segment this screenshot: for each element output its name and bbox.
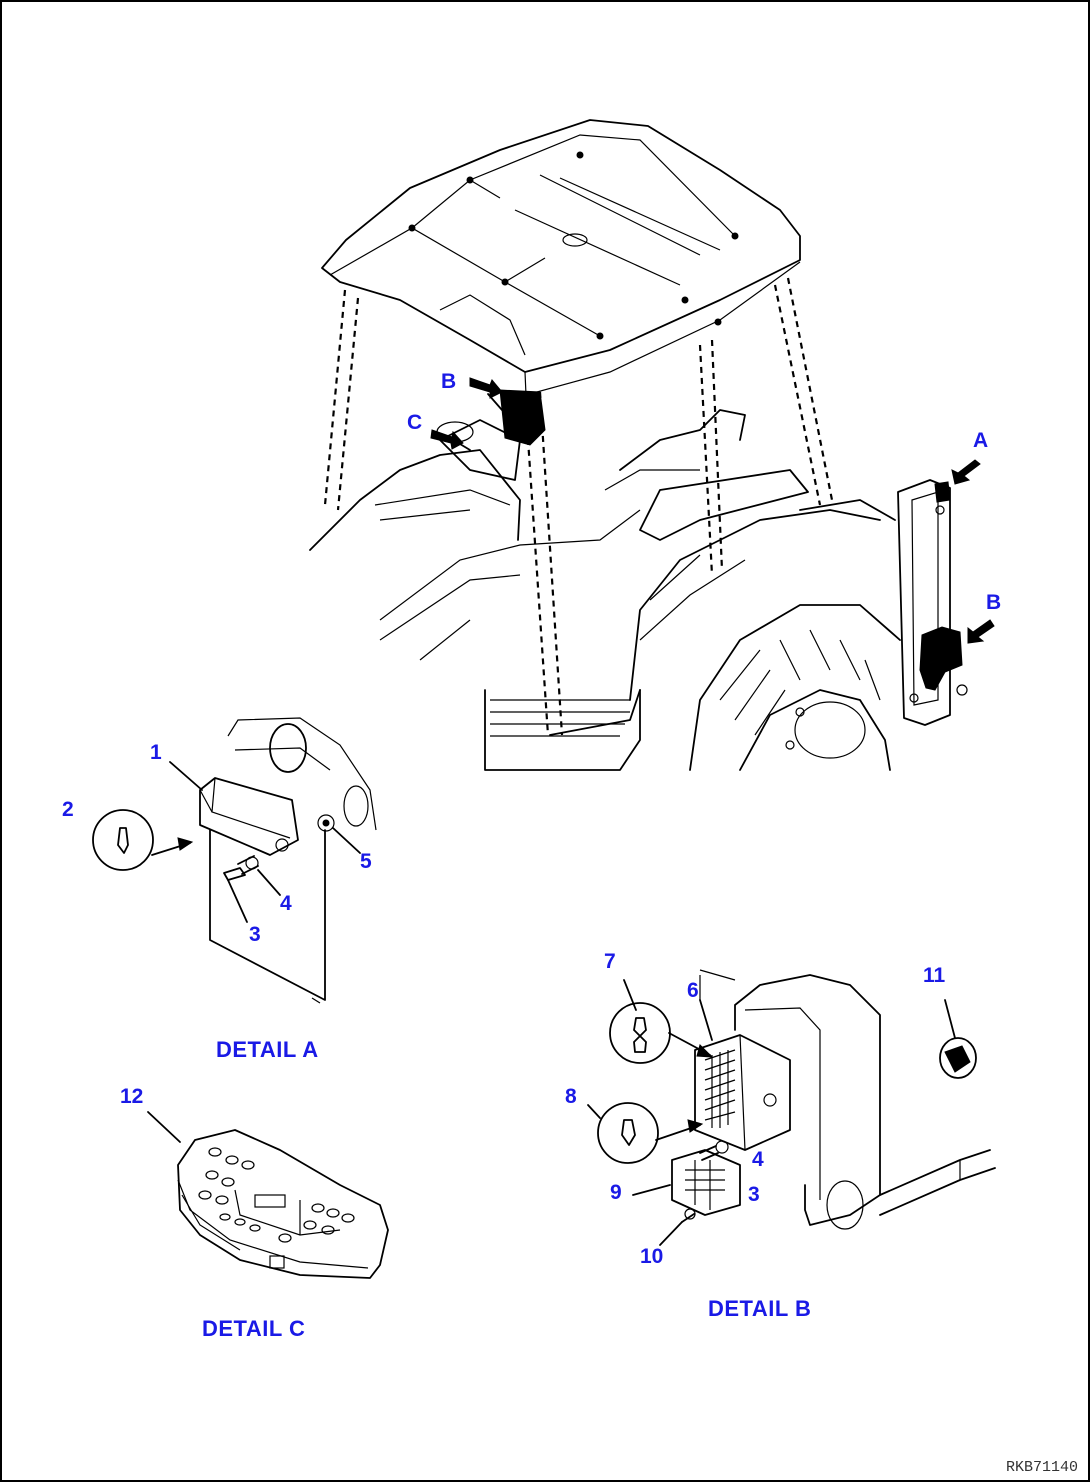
part-4-callout-a: 4 (280, 892, 292, 915)
detail-a-caption: DETAIL A (216, 1037, 319, 1062)
leader-lines (147, 393, 956, 1246)
part-11-callout: 11 (923, 964, 946, 987)
part-1-callout: 1 (150, 741, 162, 764)
part-9-callout: 9 (610, 1181, 622, 1204)
part-4-callout-b: 4 (752, 1148, 764, 1171)
part-8-callout: 8 (565, 1085, 577, 1108)
part-5-callout: 5 (360, 850, 372, 873)
view-b-callout-side: B (986, 591, 1002, 614)
part-3-callout-b: 3 (748, 1183, 760, 1206)
part-10-callout: 10 (640, 1245, 664, 1268)
detail-a-drawing (92, 717, 377, 1004)
detail-b-drawing (597, 969, 996, 1230)
cab-assembly-drawing (309, 119, 901, 771)
view-a-callout: A (973, 429, 989, 452)
rear-pillar-drawing (430, 377, 995, 726)
part-7-callout: 7 (604, 950, 616, 973)
detail-c-caption: DETAIL C (202, 1316, 306, 1341)
detail-c-drawing (177, 1129, 389, 1279)
detail-b-caption: DETAIL B (708, 1296, 812, 1321)
part-12-callout: 12 (120, 1085, 144, 1108)
part-2-callout: 2 (62, 798, 74, 821)
view-c-callout: C (407, 411, 423, 434)
view-b-callout-cab: B (441, 370, 457, 393)
part-6-callout: 6 (687, 979, 699, 1002)
part-3-callout-a: 3 (249, 923, 261, 946)
drawing-reference-number: RKB71140 (1005, 1459, 1078, 1476)
